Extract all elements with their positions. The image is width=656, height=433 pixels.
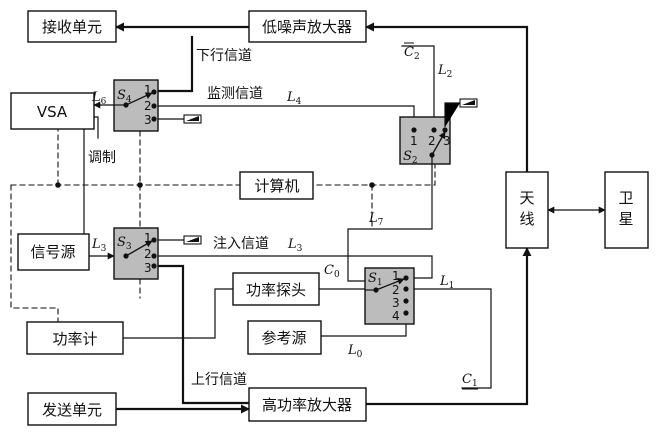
modulation-label: 调制 xyxy=(88,150,116,166)
symbol-l3-injection: L3 xyxy=(287,237,303,254)
wire-lna-to-s4-downlink xyxy=(156,35,194,93)
switch-s3-port-3: 3 xyxy=(144,261,152,275)
switch-s2-name: S2 xyxy=(403,149,418,166)
switch-s2-termination xyxy=(459,98,478,108)
switch-s3-termination xyxy=(183,235,202,245)
switch-s4-termination xyxy=(183,114,202,124)
bus-to-power-meter xyxy=(10,184,59,323)
switch-s2-port-2: 2 xyxy=(428,134,436,148)
symbol-c2: C2 xyxy=(404,45,420,62)
computer-block: 计算机 xyxy=(239,171,314,200)
lna-block: 低噪声放大器 xyxy=(248,10,367,43)
wire-s1-to-antenna-feed xyxy=(413,288,492,389)
switch-s1-port-3: 3 xyxy=(392,296,400,310)
antenna-block: 天 线 xyxy=(505,171,549,249)
switch-s3-port-2: 2 xyxy=(144,247,152,261)
symbol-c1: C1 xyxy=(462,372,478,389)
power-probe-block: 功率探头 xyxy=(232,272,320,306)
symbol-l4: L4 xyxy=(286,90,302,107)
switch-s1: S1 1 2 3 4 xyxy=(364,267,415,325)
antenna-label-line2: 线 xyxy=(519,210,534,228)
wires xyxy=(10,22,606,414)
control-bus xyxy=(10,129,436,323)
line-symbols: L6 L4 C2 L2 L3 L3 L7 C0 L1 L0 C1 xyxy=(91,42,478,390)
bus-main xyxy=(10,163,436,186)
switch-s3: S3 1 2 3 xyxy=(113,227,202,280)
switch-s2-port-1: 1 xyxy=(410,134,418,148)
power-meter-block: 功率计 xyxy=(26,321,124,355)
computer-label: 计算机 xyxy=(254,177,299,195)
symbol-l7: L7 xyxy=(368,211,384,228)
symbol-l1: L1 xyxy=(439,274,454,291)
hpa-label: 高功率放大器 xyxy=(262,396,352,414)
wire-hpa-to-antenna xyxy=(364,246,532,406)
signal-source-label: 信号源 xyxy=(30,243,75,261)
switch-s4-port-2: 2 xyxy=(144,99,152,113)
hpa-block: 高功率放大器 xyxy=(248,387,367,422)
blocks: 接收单元 低噪声放大器 VSA 计算机 信号源 功率探头 参考源 功率计 xyxy=(10,10,649,426)
switch-s1-port-2: 2 xyxy=(392,283,400,297)
reference-source-block: 参考源 xyxy=(247,320,322,355)
channel-labels: 下行信道 监测信道 调制 注入信道 上行信道 xyxy=(88,48,269,388)
satellite-label-line2: 星 xyxy=(618,210,633,228)
symbol-l0: L0 xyxy=(347,343,363,360)
switch-s2: 1 2 3 S2 xyxy=(399,98,478,166)
transmitter-unit-label: 发送单元 xyxy=(42,401,102,419)
wire-signal-source-modulation xyxy=(83,116,99,235)
symbol-l6: L6 xyxy=(91,90,107,107)
wire-reference-to-s1 xyxy=(320,323,407,337)
switch-s3-name: S3 xyxy=(117,235,132,252)
switch-s2-port-3: 3 xyxy=(443,134,451,148)
switch-s4-port-1: 1 xyxy=(144,83,152,97)
wire-s3-to-hpa-uplink xyxy=(156,264,251,405)
power-meter-label: 功率计 xyxy=(52,330,97,348)
switch-s4-name: S4 xyxy=(117,88,132,105)
symbol-l3-source: L3 xyxy=(91,237,107,254)
receiver-unit-label: 接收单元 xyxy=(42,18,102,36)
switch-s1-port-4: 4 xyxy=(392,309,400,323)
symbol-l2: L2 xyxy=(437,63,452,80)
satellite-block: 卫 星 xyxy=(604,171,649,249)
wire-antenna-to-lna xyxy=(364,22,529,174)
switch-matrices: S4 1 2 3 S3 1 2 3 xyxy=(113,79,478,325)
injection-channel-label: 注入信道 xyxy=(213,236,269,252)
receiver-unit-block: 接收单元 xyxy=(27,10,117,43)
lna-label: 低噪声放大器 xyxy=(262,18,352,36)
switch-s4-port-3: 3 xyxy=(144,113,152,127)
symbol-c0: C0 xyxy=(324,263,340,280)
signal-source-block: 信号源 xyxy=(17,233,90,271)
switch-s1-port-1: 1 xyxy=(392,269,400,283)
switch-s3-port-1: 1 xyxy=(144,231,152,245)
downlink-channel-label: 下行信道 xyxy=(196,48,252,64)
switch-s1-name: S1 xyxy=(368,271,383,288)
transmitter-unit-block: 发送单元 xyxy=(27,392,117,426)
monitor-channel-label: 监测信道 xyxy=(207,86,263,102)
uplink-channel-label: 上行信道 xyxy=(191,372,247,388)
satellite-label-line1: 卫 xyxy=(618,189,633,207)
wire-s2-to-s1-l7 xyxy=(347,164,433,282)
switch-s4: S4 1 2 3 xyxy=(113,79,202,132)
reference-source-label: 参考源 xyxy=(261,329,306,347)
antenna-label-line1: 天 xyxy=(519,189,534,207)
wire-s3-injection-to-s1 xyxy=(157,255,433,279)
vsa-block: VSA xyxy=(10,92,95,130)
power-probe-label: 功率探头 xyxy=(246,281,306,299)
vsa-label: VSA xyxy=(37,103,68,121)
wire-s2-to-antenna-feed xyxy=(401,45,435,128)
wire-probe-to-power-meter xyxy=(122,288,234,339)
